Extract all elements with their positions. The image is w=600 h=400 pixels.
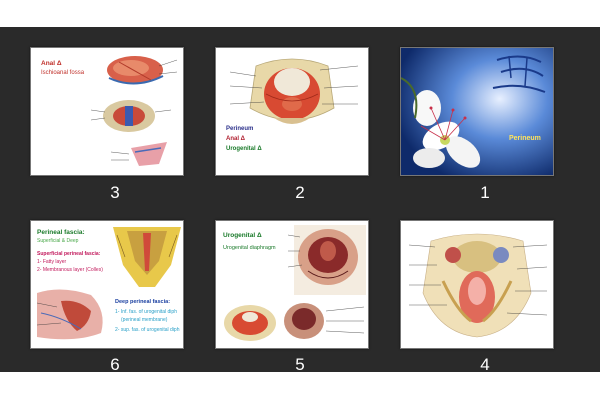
slide-2-line-anal: Anal Δ — [226, 136, 245, 142]
slide-6-line-4: 2- Membranous layer (Colles) — [37, 267, 103, 273]
slide-sorter-panel: Anal Δ Ischioanal fossa 3 — [0, 27, 600, 374]
pelvic-floor-illustration — [408, 233, 548, 338]
slide-number-4: 4 — [480, 355, 490, 374]
fascia-illustration — [36, 227, 181, 340]
slide-6-line-2: Superficial perineal fascia: — [37, 251, 101, 257]
slide-number-3: 3 — [110, 183, 120, 202]
slide-6-line-3: 1- Fatty layer — [37, 259, 67, 265]
slide-5-subtitle: Urogenital diaphragm — [223, 245, 276, 251]
slide-6-line-5: Deep perineal fascia: — [115, 299, 171, 305]
slide-5-title: Urogenital Δ — [223, 232, 262, 239]
slide-number-6: 6 — [110, 355, 120, 374]
slide-6-line-6: 1- Inf. fas. of urogenital diph — [115, 309, 177, 315]
pelvis-illustration — [90, 56, 178, 166]
slide-6-title: Perineal fascia: — [37, 229, 85, 236]
slide-number-2: 2 — [295, 183, 305, 202]
slide-thumbnail-6[interactable]: Perineal fascia: Superficial & Deep Supe… — [30, 220, 184, 349]
slide-2-line-perineum: Perineum — [226, 126, 254, 132]
slide-3-subtitle: Ischioanal fossa — [41, 70, 85, 76]
slide-6-line-8: 2- sup. fas. of urogenital diph — [115, 327, 180, 333]
slide-number-5: 5 — [295, 355, 305, 374]
slide-number-1: 1 — [480, 183, 490, 202]
slide-3-title: Anal Δ — [41, 60, 62, 67]
urogenital-illustration — [224, 225, 366, 341]
perineum-illustration — [229, 58, 359, 124]
slide-1-title: Perineum — [509, 135, 541, 142]
slide-thumbnail-2[interactable]: Perineum Anal Δ Urogenital Δ — [215, 47, 369, 176]
slide-thumbnail-5[interactable]: Urogenital Δ Urogenital diaphragm — [215, 220, 369, 349]
slide-thumbnail-3[interactable]: Anal Δ Ischioanal fossa — [30, 47, 184, 176]
slide-6-line-1: Superficial & Deep — [37, 238, 79, 244]
slide-6-line-7: (perineal membrane) — [121, 317, 168, 323]
flower-calligraphy-image — [401, 48, 553, 175]
slide-thumbnail-1[interactable]: Perineum — [400, 47, 554, 176]
slide-2-line-urogenital: Urogenital Δ — [226, 146, 262, 152]
slide-thumbnail-4[interactable] — [400, 220, 554, 349]
